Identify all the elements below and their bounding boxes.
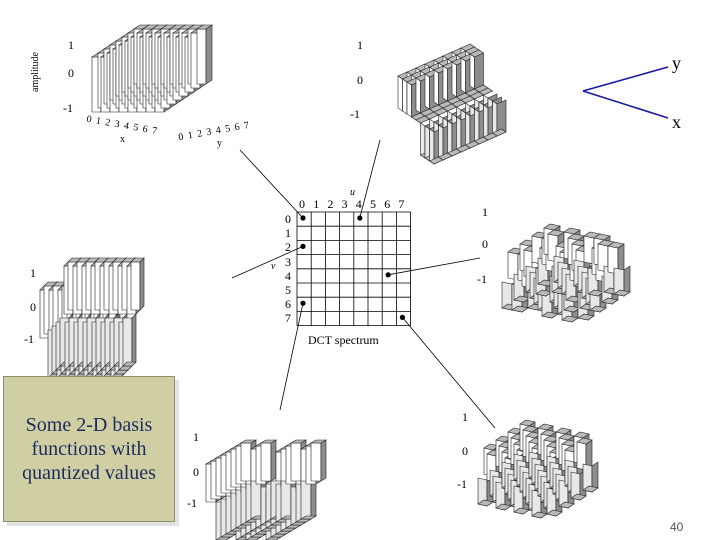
bar-front-face — [403, 79, 408, 114]
bar-front-face — [461, 58, 466, 93]
bar-front-face — [301, 481, 311, 519]
v-tick-label: 2 — [285, 240, 291, 255]
bar-front-face — [261, 443, 271, 481]
u-tick-label: 3 — [342, 197, 348, 212]
v-tick-label: 6 — [285, 297, 291, 312]
bar-side-face — [271, 440, 276, 481]
connector-7-7 — [402, 317, 495, 428]
bar-front-face — [123, 318, 132, 366]
bar-front-face — [475, 109, 480, 144]
tick-label: 1 — [193, 430, 199, 445]
u-tick-label: 2 — [327, 197, 333, 212]
bar-front-face — [470, 54, 475, 89]
u-tick-label: 1 — [313, 197, 319, 212]
bar-side-face — [206, 25, 212, 84]
bar-front-face — [311, 443, 321, 481]
basis-plot-0-6 — [206, 440, 326, 540]
bar-front-face — [416, 78, 421, 113]
basis-plot-0-0 — [92, 25, 212, 112]
tick-label: -1 — [24, 332, 34, 347]
y-direction-line — [583, 67, 668, 91]
u-tick-label: 0 — [299, 197, 305, 212]
bar-front-face — [452, 62, 457, 97]
bar-side-face — [475, 53, 484, 89]
bar-front-face — [251, 481, 261, 519]
bar-front-face — [443, 66, 448, 101]
bar-front-face — [493, 101, 498, 136]
u-tick-label: 6 — [384, 197, 390, 212]
tick-label: 1 — [482, 205, 488, 220]
v-axis-name: v — [271, 261, 275, 272]
tick-label: 1 — [462, 410, 468, 425]
caption-box: Some 2-D basis functions with quantized … — [3, 376, 175, 522]
v-tick-label: 0 — [285, 212, 291, 227]
amplitude-axis-label: amplitude — [30, 52, 41, 92]
tick-label: 0 — [357, 73, 363, 88]
bar-side-face — [140, 258, 144, 310]
bar-front-face — [484, 105, 489, 140]
x-direction-label: x — [672, 112, 681, 133]
tick-label: -1 — [187, 496, 197, 511]
bar-front-face — [439, 125, 444, 160]
tick-label: 0 — [193, 465, 199, 480]
page-number: 40 — [670, 520, 683, 534]
bar-front-face — [197, 29, 206, 84]
bar-front-face — [457, 117, 462, 152]
tick-label: 0 — [68, 66, 74, 81]
tick-label: -1 — [350, 107, 360, 122]
tick-label: -1 — [477, 272, 487, 287]
bar-front-face — [466, 113, 471, 148]
basis-plot-4-0 — [398, 44, 506, 164]
connector-0-2 — [232, 246, 303, 278]
tick-label: 0 — [482, 237, 488, 252]
connector-0-6 — [280, 303, 303, 410]
tick-label: 1 — [68, 38, 74, 53]
u-tick-label: 5 — [370, 197, 376, 212]
y-axis-name: y — [217, 138, 222, 149]
basis-plot-0-2 — [40, 258, 144, 378]
bar-side-face — [132, 314, 136, 366]
x-axis-name: x — [120, 134, 125, 145]
bar-front-face — [241, 443, 251, 481]
u-axis-name: u — [350, 187, 355, 198]
u-tick-label: 7 — [398, 197, 404, 212]
bar-front-face — [131, 262, 140, 310]
connector-0-0 — [240, 150, 303, 218]
basis-plot-6-4 — [502, 224, 630, 322]
tick-label: -1 — [63, 101, 73, 116]
bar-front-face — [398, 76, 403, 111]
v-tick-label: 7 — [285, 311, 291, 326]
u-tick-label: 4 — [356, 197, 362, 212]
basis-plot-7-7 — [478, 420, 598, 518]
bar-front-face — [421, 123, 426, 158]
bar-side-face — [321, 440, 326, 481]
v-tick-label: 1 — [285, 226, 291, 241]
tick-label: -1 — [457, 477, 467, 492]
bar-front-face — [281, 481, 291, 519]
tick-label: 1 — [30, 266, 36, 281]
v-tick-label: 4 — [285, 269, 291, 284]
bar-front-face — [407, 82, 412, 117]
connector-6-4 — [388, 258, 480, 275]
bar-front-face — [425, 74, 430, 109]
dct-caption: DCT spectrum — [308, 333, 379, 348]
bar-front-face — [430, 129, 435, 164]
tick-label: 0 — [30, 300, 36, 315]
bar-front-face — [448, 121, 453, 156]
bar-front-face — [425, 126, 430, 161]
y-direction-label: y — [672, 53, 681, 74]
caption-text: Some 2-D basis functions with quantized … — [9, 413, 169, 485]
v-tick-label: 5 — [285, 283, 291, 298]
tick-label: 1 — [357, 38, 363, 53]
bar-front-face — [291, 443, 301, 481]
tick-label: 0 — [462, 444, 468, 459]
v-tick-label: 3 — [285, 255, 291, 270]
bar-front-face — [434, 70, 439, 105]
x-direction-line — [583, 91, 668, 118]
